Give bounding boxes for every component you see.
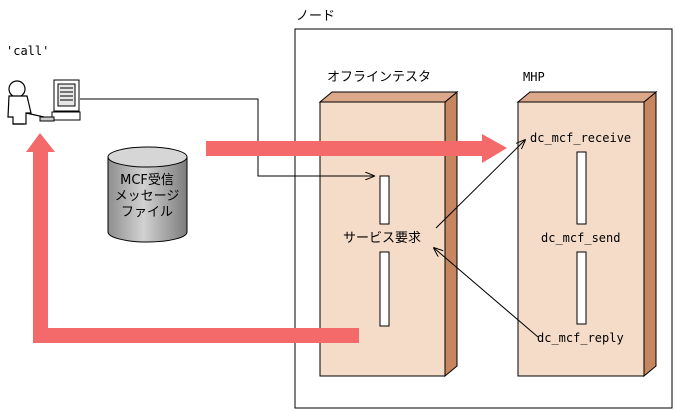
dc-mcf-receive-label: dc_mcf_receive (530, 131, 631, 145)
mhp-activation-bar-2 (576, 251, 587, 325)
big-arrow-forward (206, 134, 507, 163)
mhp-label: MHP (523, 70, 545, 84)
dc-mcf-reply-label: dc_mcf_reply (537, 331, 624, 345)
reply-to-service-request-line (434, 248, 539, 338)
mcf-file-label-line1: MCF受信 (120, 173, 174, 188)
call-label: 'call' (6, 44, 49, 58)
dc-mcf-send-label: dc_mcf_send (541, 231, 620, 245)
service-request-to-receive-line (435, 140, 525, 229)
computer-icon (39, 79, 81, 122)
terminal-to-tester-line (80, 98, 374, 176)
mcf-file-label-line2: メッセージ (115, 189, 180, 204)
big-arrow-return (26, 133, 359, 343)
user-icon (7, 80, 45, 125)
mhp-box (516, 90, 658, 378)
mcf-file-label-line3: ファイル (121, 205, 173, 220)
offline-tester-label: オフラインテスタ (327, 70, 431, 85)
database-icon (107, 146, 188, 243)
service-request-label: サービス要求 (343, 231, 421, 246)
tester-activation-bar-2 (379, 251, 390, 327)
mhp-activation-bar-1 (576, 151, 587, 225)
node-label: ノード (296, 9, 335, 24)
tester-activation-bar-1 (379, 175, 390, 225)
node-frame (294, 28, 673, 409)
